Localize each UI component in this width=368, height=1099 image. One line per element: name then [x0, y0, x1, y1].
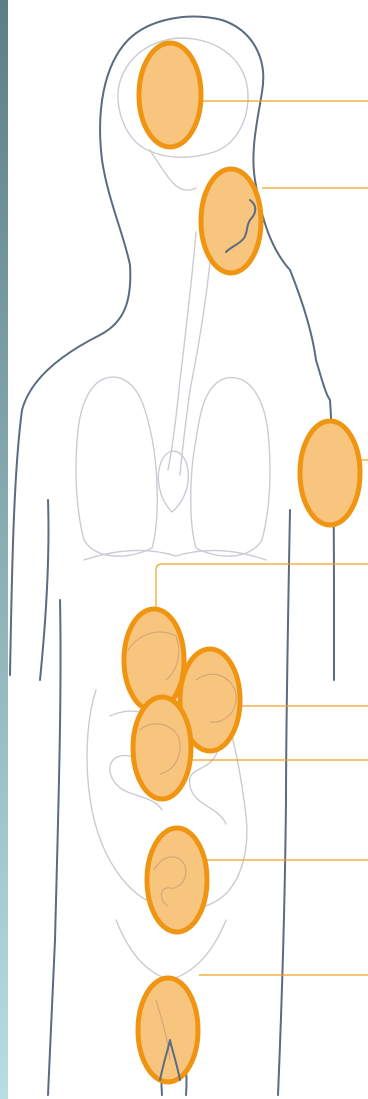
- pelvis-marker[interactable]: [138, 978, 198, 1082]
- throat-marker[interactable]: [201, 169, 261, 273]
- trachea-outline: [168, 232, 196, 470]
- liver-marker[interactable]: [124, 609, 184, 711]
- right-torso-line: [278, 510, 290, 1095]
- brain-fold-outline: [150, 150, 196, 190]
- organ-markers: [124, 43, 360, 1082]
- right-lung-outline: [191, 378, 270, 557]
- arm-marker[interactable]: [300, 421, 360, 525]
- callout-line-liver: [156, 564, 368, 612]
- left-torso-line: [48, 600, 61, 1095]
- intestine-marker[interactable]: [147, 828, 207, 932]
- heart-outline: [158, 451, 188, 512]
- gallbladder-marker[interactable]: [133, 697, 191, 799]
- brain-marker[interactable]: [139, 43, 201, 147]
- left-arm-inner-line: [40, 500, 49, 680]
- left-lung-outline: [76, 377, 157, 556]
